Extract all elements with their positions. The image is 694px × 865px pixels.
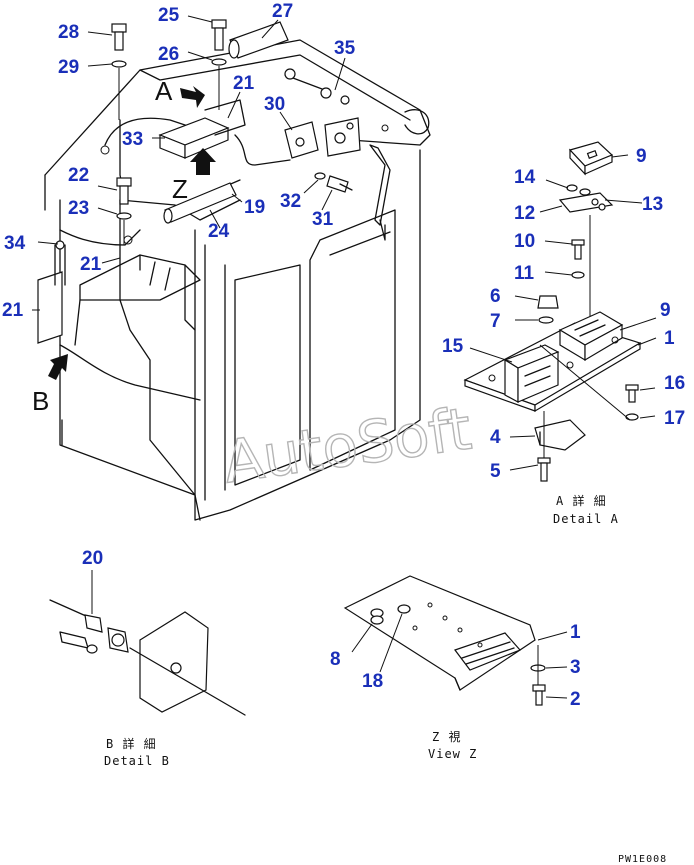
wire-harness (59, 117, 291, 401)
bolt-28 (111, 23, 127, 120)
side-plate-21 (37, 240, 66, 344)
callout-25: 25 (158, 5, 180, 26)
drawing-code: PW1E008 (618, 854, 667, 865)
callout-22: 22 (68, 165, 89, 186)
callout-12: 12 (514, 203, 535, 224)
callout-27: 27 (272, 1, 293, 22)
callout-15: 15 (442, 336, 464, 357)
callout-9-mid: 9 (660, 300, 671, 321)
cylinder-24 (163, 182, 237, 224)
callout-2: 2 (570, 689, 581, 710)
caption-detail-b-jp: B 詳 細 (106, 736, 157, 751)
arrow-a-icon (180, 86, 205, 108)
callout-17: 17 (664, 408, 685, 429)
callout-8: 8 (330, 649, 341, 670)
callout-3: 3 (570, 657, 581, 678)
callout-21-mid: 21 (80, 254, 102, 275)
callout-14: 14 (514, 167, 536, 188)
bolt-22 (116, 177, 132, 245)
callout-23: 23 (68, 198, 89, 219)
hinge-30 (284, 117, 361, 159)
caption-detail-a-jp: A 詳 細 (556, 493, 607, 508)
arrow-b-icon (48, 354, 68, 380)
roof-cylinder-27 (228, 21, 350, 105)
switch-box-21 (158, 99, 246, 159)
callout-20: 20 (82, 548, 103, 569)
callout-5: 5 (490, 461, 501, 482)
bolt-25 (211, 19, 227, 110)
callout-26: 26 (158, 44, 179, 65)
callout-11: 11 (514, 263, 535, 284)
callout-33: 33 (122, 129, 143, 150)
callout-1-view-z: 1 (570, 622, 581, 643)
callout-10: 10 (514, 231, 535, 252)
callout-4: 4 (490, 427, 501, 448)
arrow-up-icon (190, 148, 216, 175)
callout-13: 13 (642, 194, 663, 215)
bolt-31 (314, 172, 353, 193)
callout-18: 18 (362, 671, 383, 692)
callout-31: 31 (312, 209, 334, 230)
callout-19: 19 (244, 197, 265, 218)
callout-1-detail-a: 1 (664, 328, 675, 349)
callout-9-top: 9 (636, 146, 647, 167)
callout-35: 35 (334, 38, 356, 59)
callout-7: 7 (490, 311, 501, 332)
caption-view-z-en: View Z (428, 747, 477, 761)
detail-b-drawing (49, 599, 246, 716)
caption-detail-a-en: Detail A (553, 512, 619, 526)
callout-21-upper: 21 (233, 73, 255, 94)
callout-6: 6 (490, 286, 501, 307)
callout-16: 16 (664, 373, 685, 394)
callout-32: 32 (280, 191, 301, 212)
leader-lines (32, 15, 657, 699)
callout-labels: 28 29 25 26 27 35 21 30 33 22 23 34 21 2… (2, 1, 685, 710)
caption-detail-b-en: Detail B (104, 754, 170, 768)
callout-24: 24 (208, 221, 230, 242)
callout-28: 28 (58, 22, 79, 43)
watermark: AutoSoft (219, 394, 475, 496)
view-arrows (48, 86, 216, 380)
detail-a-drawing (463, 141, 642, 482)
callout-29: 29 (58, 57, 79, 78)
view-letter-z: Z (172, 174, 188, 204)
view-letter-b: B (32, 386, 49, 416)
caption-view-z-jp: Z 視 (432, 729, 461, 744)
view-letter-a: A (155, 76, 173, 106)
callout-30: 30 (264, 94, 285, 115)
callout-21-left: 21 (2, 300, 24, 321)
callout-34: 34 (4, 233, 26, 254)
view-z-drawing (343, 575, 546, 706)
